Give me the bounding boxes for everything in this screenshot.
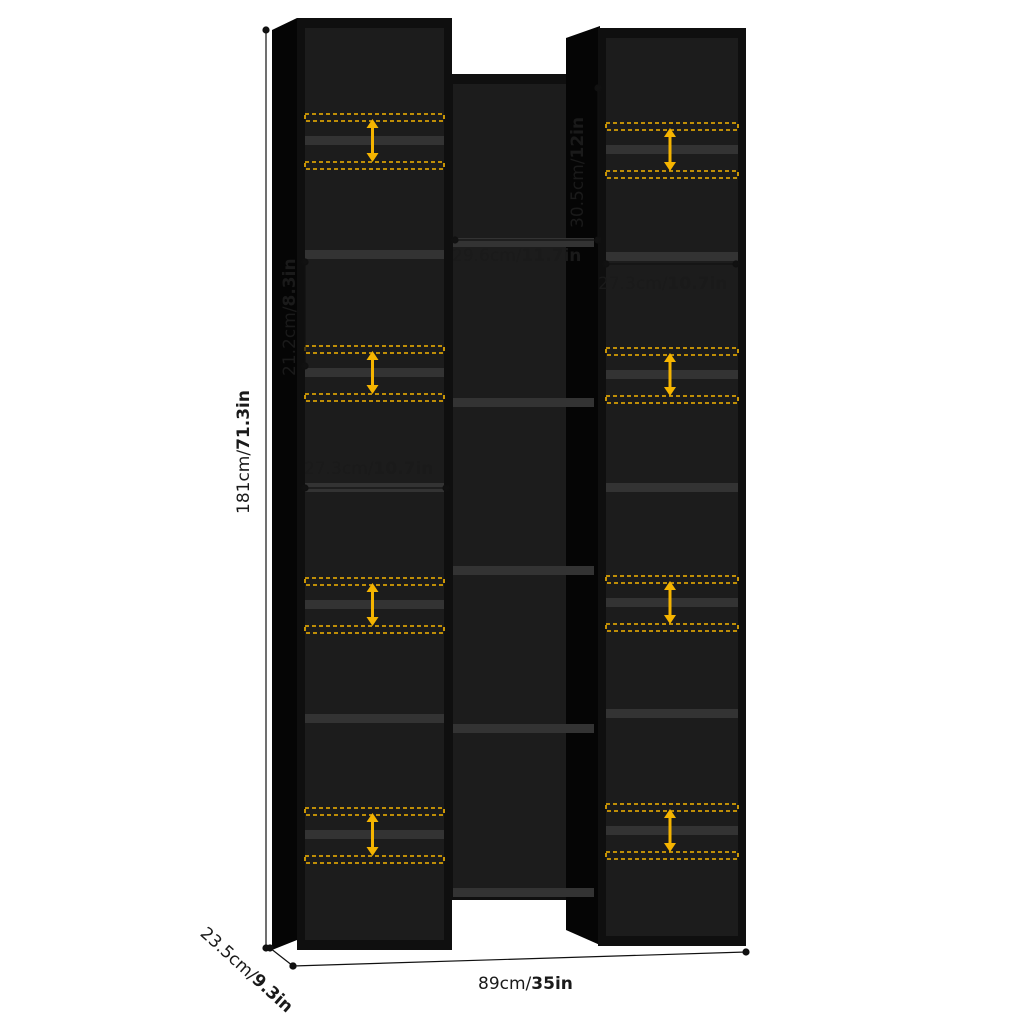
adjustable-shelf-lower-position	[605, 395, 739, 404]
adjustable-shelf-lower-position	[605, 623, 739, 632]
fixed-shelf	[453, 238, 594, 247]
adjustable-shelf	[305, 136, 444, 145]
center-compartment-height-label: 30.5cm/12in	[568, 116, 588, 228]
depth-dimension-line	[266, 944, 297, 970]
fixed-shelf	[305, 714, 444, 723]
adjustable-shelf-arrow-icon	[664, 581, 676, 624]
fixed-shelf	[453, 724, 594, 733]
adjustable-shelf	[305, 368, 444, 377]
adjustable-shelf	[305, 600, 444, 609]
adjustable-shelf	[305, 830, 444, 839]
adjustable-shelf-upper-position	[304, 113, 445, 122]
side-compartment-height-label: 21.2cm/8.3in	[280, 258, 300, 376]
center-width-dimension-line	[451, 236, 602, 244]
adjustable-shelf-arrow-icon	[664, 353, 676, 396]
adjustable-shelf-arrow-icon	[366, 583, 379, 626]
width-label: 89cm/35in	[478, 974, 573, 994]
adjustable-shelf-lower-position	[304, 393, 445, 402]
adjustable-shelf-arrow-icon	[664, 809, 676, 852]
side-compartment-width-label-right: 27.3cm/10.7in	[598, 274, 728, 294]
adjustable-shelf-lower-position	[304, 625, 445, 634]
adjustable-shelf-arrow-icon	[366, 119, 379, 162]
right-cabinet	[566, 26, 746, 946]
adjustable-shelf-lower-position	[605, 851, 739, 860]
adjustable-shelf	[606, 826, 738, 835]
adjustable-shelf-arrow-icon	[366, 813, 379, 856]
adjustable-shelf-upper-position	[605, 122, 739, 131]
adjustable-shelf-upper-position	[605, 347, 739, 356]
adjustable-shelf	[606, 145, 738, 154]
fixed-shelf	[453, 566, 594, 575]
adjustable-shelf-arrow-icon	[366, 351, 379, 394]
side-compartment-width-label-left: 27.3cm/10.7in	[304, 459, 434, 479]
right-width-dimension-line	[602, 260, 740, 268]
left-width-dimension-line	[301, 484, 450, 492]
fixed-shelf	[606, 483, 738, 492]
left-height-dimension-line	[301, 258, 309, 370]
adjustable-shelf-arrow-icon	[664, 128, 676, 171]
height-dimension-line	[262, 26, 270, 952]
adjustable-shelf-upper-position	[605, 803, 739, 812]
adjustable-shelf	[606, 598, 738, 607]
center-compartment-width-label: 29.6cm/11.7in	[452, 246, 582, 266]
adjustable-shelf-upper-position	[304, 807, 445, 816]
adjustable-shelf-lower-position	[605, 170, 739, 179]
fixed-shelf	[453, 398, 594, 407]
fixed-shelf	[305, 250, 444, 259]
fixed-shelf	[453, 888, 594, 897]
adjustable-shelf-upper-position	[304, 577, 445, 586]
adjustable-shelf-lower-position	[304, 161, 445, 170]
height-label: 181cm/71.3in	[234, 390, 254, 514]
adjustable-shelf	[606, 370, 738, 379]
fixed-shelf	[606, 709, 738, 718]
width-dimension-line	[289, 948, 750, 970]
adjustable-shelf-lower-position	[304, 855, 445, 864]
adjustable-shelf-upper-position	[605, 575, 739, 584]
fixed-shelf	[606, 252, 738, 261]
